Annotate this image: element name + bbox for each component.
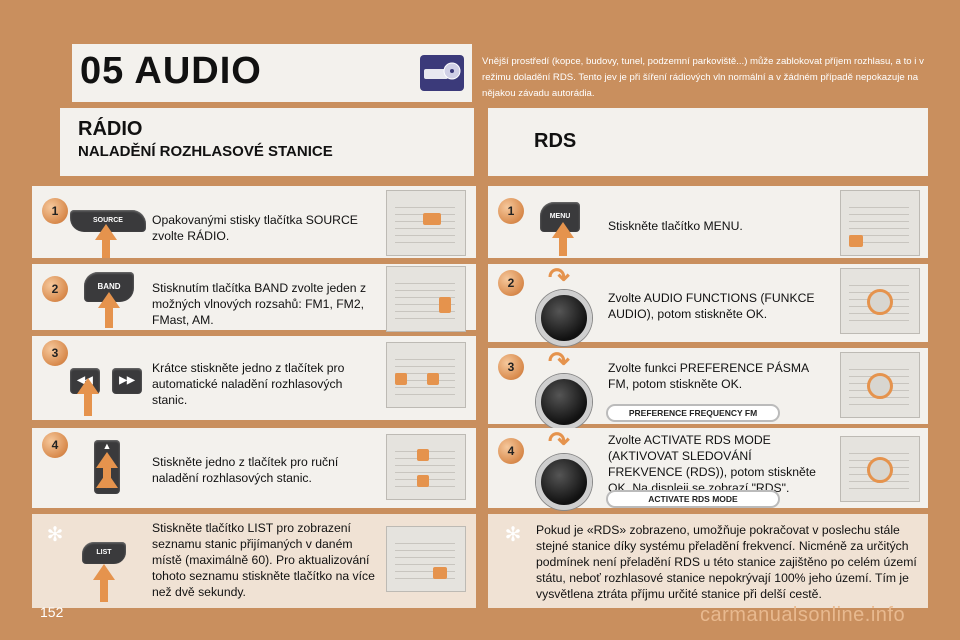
radio-tip-text: Stiskněte tlačítko LIST pro zobrazení se…	[152, 521, 375, 599]
chapter-title: 05 AUDIO	[80, 50, 262, 92]
radio-thumbnail	[386, 190, 466, 256]
step-number: 3	[42, 340, 68, 366]
cd-icon	[420, 55, 464, 91]
rds-step-3-text: Zvolte funkci PREFERENCE PÁSMA FM, potom…	[608, 361, 809, 391]
arrow-stem	[102, 238, 110, 258]
arrow-stem	[105, 306, 113, 328]
step-number: 4	[498, 438, 524, 464]
arrow-up-icon	[98, 292, 120, 308]
rotate-arrow-icon: ↷	[548, 262, 570, 292]
step-number: 3	[498, 354, 524, 380]
radio-section-header	[60, 108, 474, 176]
step-number: 2	[498, 270, 524, 296]
arrow-stem	[100, 578, 108, 602]
header-bar	[72, 44, 472, 102]
radio-thumbnail	[840, 352, 920, 418]
arrow-up-icon	[96, 452, 118, 468]
rds-step-1-text: Stiskněte tlačítko MENU.	[608, 219, 743, 233]
ok-knob[interactable]	[536, 290, 592, 346]
radio-thumbnail	[386, 434, 466, 500]
step-number: 1	[42, 198, 68, 224]
radio-step-4-text: Stiskněte jedno z tlačítek pro ruční nal…	[152, 455, 339, 485]
radio-step-1-text: Opakovanými stisky tlačítka SOURCE zvolt…	[152, 213, 358, 243]
radio-subtitle: NALADĚNÍ ROZHLASOVÉ STANICE	[78, 143, 333, 160]
radio-step-2-text: Stisknutím tlačítka BAND zvolte jeden z …	[152, 281, 367, 327]
radio-title: RÁDIO	[78, 118, 143, 140]
arrow-up-icon	[95, 224, 117, 240]
rds-step-2-text: Zvolte AUDIO FUNCTIONS (FUNKCE AUDIO), p…	[608, 291, 815, 321]
preference-frequency-label: PREFERENCE FREQUENCY FM	[606, 404, 780, 422]
arrow-stem	[559, 236, 567, 256]
intro-text: Vnější prostředí (kopce, budovy, tunel, …	[482, 56, 924, 99]
activate-rds-mode-label: ACTIVATE RDS MODE	[606, 490, 780, 508]
arrow-stem	[84, 392, 92, 416]
list-button[interactable]: LIST	[82, 542, 126, 564]
rotate-arrow-icon: ↷	[548, 426, 570, 456]
arrow-up-icon	[552, 222, 574, 238]
rds-title: RDS	[534, 130, 577, 152]
ok-knob[interactable]	[536, 374, 592, 430]
radio-thumbnail	[386, 266, 466, 332]
radio-thumbnail	[386, 342, 466, 408]
rds-section-header	[488, 108, 928, 176]
page-number: 152	[40, 604, 64, 620]
rds-tip-panel	[488, 514, 928, 608]
radio-thumbnail	[840, 436, 920, 502]
radio-thumbnail	[840, 190, 920, 256]
tip-sun-icon: ✻	[46, 524, 64, 546]
ok-knob[interactable]	[536, 454, 592, 510]
rds-tip-text: Pokud je «RDS» zobrazeno, umožňuje pokra…	[536, 523, 917, 601]
source-button[interactable]: SOURCE	[70, 210, 146, 232]
seek-forward-button[interactable]: ▶▶	[112, 368, 142, 394]
step-number: 2	[42, 276, 68, 302]
step-number: 4	[42, 432, 68, 458]
rds-step-4-text: Zvolte ACTIVATE RDS MODE (AKTIVOVAT SLED…	[608, 433, 816, 495]
radio-step-3-text: Krátce stiskněte jedno z tlačítek pro au…	[152, 361, 345, 407]
step-number: 1	[498, 198, 524, 224]
arrow-up-icon	[96, 472, 118, 488]
radio-thumbnail	[840, 268, 920, 334]
radio-thumbnail	[386, 526, 466, 592]
rotate-arrow-icon: ↷	[548, 346, 570, 376]
arrow-up-icon	[77, 378, 99, 394]
tip-sun-icon: ✻	[504, 524, 522, 546]
watermark: carmanualsonline.info	[700, 604, 906, 626]
arrow-up-icon	[93, 564, 115, 580]
